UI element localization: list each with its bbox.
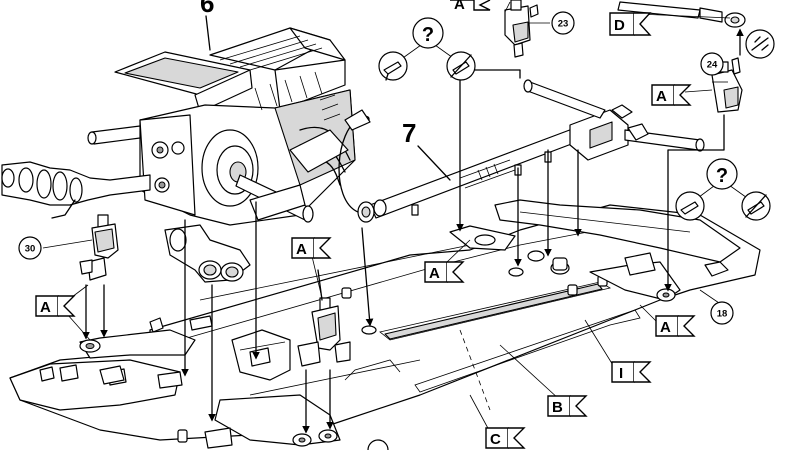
mount-24	[711, 57, 743, 113]
svg-text:A: A	[40, 299, 51, 316]
svg-text:A: A	[660, 319, 671, 336]
ref-circle-18: 18	[710, 301, 734, 325]
svg-text:A: A	[656, 88, 667, 105]
rear-right-arm	[589, 252, 681, 302]
center-mount	[297, 297, 351, 367]
svg-text:C: C	[490, 431, 501, 448]
svg-text:24: 24	[707, 60, 718, 71]
lubricant-icons-top: ?	[378, 17, 476, 81]
part-6-leader	[205, 15, 211, 51]
rear-left-arm	[79, 329, 196, 385]
rear-tray	[494, 199, 741, 277]
oil-can-icon	[385, 73, 389, 81]
svg-text:D: D	[614, 17, 625, 34]
engine-assembly	[87, 27, 356, 226]
grease-icon-top-right	[736, 28, 775, 59]
ref-circle-23: 23	[551, 11, 575, 35]
mount-30	[79, 214, 119, 281]
ref-circle-30: 30	[18, 236, 42, 260]
ref-circle-24: 24	[700, 52, 724, 76]
svg-text:18: 18	[717, 309, 728, 320]
flag-A-mid: A	[424, 261, 465, 283]
no-oil-icon	[450, 54, 472, 78]
flag-A-left: A	[35, 295, 76, 317]
svg-text:A: A	[454, 0, 465, 13]
flag-A-right: A	[651, 84, 692, 106]
no-oil-icon	[745, 194, 767, 218]
center-bracket	[231, 329, 291, 381]
flag-A-center: A	[291, 237, 332, 259]
ref-circle-partial	[367, 439, 389, 450]
floor-pegs	[177, 250, 608, 443]
flag-I: I	[611, 361, 652, 383]
linkage-rod	[617, 1, 746, 28]
svg-text:I: I	[619, 365, 623, 382]
question-icon: ?	[716, 165, 728, 187]
mount-23	[504, 0, 539, 58]
svg-text:23: 23	[558, 19, 569, 30]
svg-text:30: 30	[25, 244, 36, 255]
prop-shaft	[338, 79, 705, 223]
flag-A-top: A	[450, 0, 491, 13]
part-number-6: 6	[200, 0, 214, 18]
svg-text:B: B	[552, 399, 563, 416]
flag-C: C	[485, 427, 526, 449]
flag-D: D	[609, 12, 652, 36]
left-bellows-exhaust	[1, 161, 151, 219]
flag-A-rear-right: A	[655, 315, 696, 337]
lubricant-icons-right: ?	[675, 158, 771, 221]
question-icon: ?	[422, 24, 434, 46]
exhaust-tips	[164, 224, 251, 283]
part-7-leader	[417, 145, 451, 181]
svg-text:A: A	[429, 265, 440, 282]
svg-text:A: A	[296, 241, 307, 258]
part-number-7: 7	[402, 118, 416, 148]
flag-B: B	[547, 395, 588, 417]
assembly-arrows	[82, 69, 725, 434]
